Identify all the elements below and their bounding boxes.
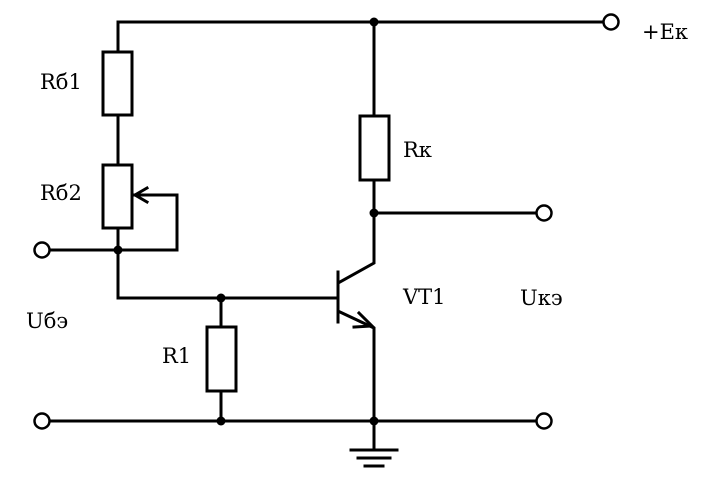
label-ek: +Eк: [642, 20, 688, 44]
collector-wire: [337, 20, 376, 285]
resistor-r1: [205, 325, 238, 393]
junction-node-input: [113, 245, 123, 255]
wiper-arrow: [132, 185, 150, 205]
junction-node-output: [369, 208, 379, 218]
ground-symbol: [349, 419, 399, 468]
junction-node-emitter-ground: [369, 416, 379, 426]
wiper-loop-wire: [116, 193, 179, 252]
terminal-uke-bottom: [535, 412, 553, 430]
terminal-ube-top: [33, 241, 51, 259]
emitter-wire: [338, 310, 376, 423]
junction-node-r1-ground: [216, 416, 226, 426]
label-rk: Rк: [403, 138, 432, 162]
label-rb2: Rб2: [40, 181, 82, 205]
terminal-ek: [602, 13, 620, 31]
bias-chain-wire: [116, 20, 340, 300]
label-rb1: Rб1: [40, 70, 82, 94]
resistor-rb2: [101, 163, 134, 230]
label-uke: Uкэ: [520, 286, 563, 310]
terminal-ube-bottom: [33, 412, 51, 430]
label-ube: Uбэ: [26, 309, 68, 333]
resistor-rk: [358, 114, 391, 182]
emitter-arrow: [352, 310, 376, 329]
terminal-uke-top: [535, 204, 553, 222]
label-r1: R1: [162, 344, 191, 368]
label-vt1: VT1: [402, 285, 446, 309]
resistor-rb1: [101, 50, 134, 117]
junction-node-base: [216, 293, 226, 303]
junction-node-top: [369, 17, 379, 27]
